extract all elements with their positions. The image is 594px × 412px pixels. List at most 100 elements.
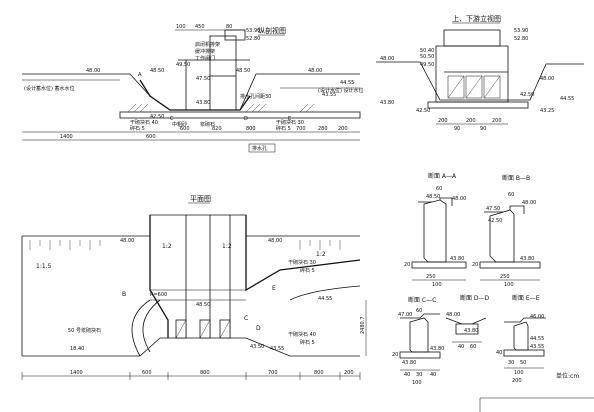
- dim-text: 40: [404, 372, 410, 378]
- section-mark: E: [272, 285, 276, 292]
- dim-text: 200: [512, 378, 522, 384]
- section-aa-title: 断面 A—A: [428, 172, 457, 180]
- dim-text: 40: [496, 350, 502, 356]
- level-text: 42.50: [520, 92, 534, 98]
- note-text: 中粗砂: [172, 121, 187, 128]
- radius-text: R=600: [150, 292, 167, 298]
- side-dim-text: 2480.7: [360, 317, 366, 335]
- level-text: 43.55: [530, 344, 544, 350]
- callout-text: 启闭机排架: [195, 41, 220, 48]
- dim-text: 60: [416, 308, 422, 314]
- front-elevation: 上、下游立视图 53.90 52.80 50.40 50.50 49.50 48…: [376, 14, 584, 132]
- dim-text: 820: [212, 126, 222, 132]
- dim-text: 20: [404, 262, 410, 268]
- dim-text: 800: [314, 370, 324, 376]
- slope-text: 1:2: [162, 243, 172, 250]
- level-text: 47.50: [196, 76, 210, 82]
- level-text: 43.55: [270, 346, 284, 352]
- dim-text: 200: [438, 118, 448, 124]
- section-mark: D: [244, 116, 248, 122]
- level-text: 44.55: [340, 80, 354, 86]
- plan-slopes: 1:2 1:2 1:1.5 1:2: [36, 243, 326, 270]
- level-text: 48.50: [196, 302, 210, 308]
- note-text: 干砌块石 40: [130, 119, 158, 126]
- callout-text: 缓冲排架: [195, 48, 215, 55]
- dim-text: 60: [436, 186, 442, 192]
- level-text: 53.90: [514, 28, 528, 34]
- note-text: 碎石 5: [130, 125, 145, 132]
- dim-text: 280: [318, 126, 328, 132]
- note-text: 干砌块石 40: [288, 331, 316, 338]
- dim-text: 600: [142, 370, 152, 376]
- dim-text: 200: [466, 118, 476, 124]
- dim-text: 200: [338, 126, 348, 132]
- front-levels: 53.90 52.80 50.40 50.50 49.50 48.00 48.0…: [380, 28, 574, 114]
- dim-text: 700: [268, 370, 278, 376]
- dim-text: 30: [508, 360, 514, 366]
- level-text: 48.00: [446, 312, 460, 318]
- dim-text: 100: [412, 380, 422, 386]
- plan-right-notes: 干砌块石 30 碎石 5 干砌块石 40 碎石 5: [288, 259, 316, 346]
- level-text: 18.40: [70, 346, 84, 352]
- note-text: 干砌块石 30: [288, 259, 316, 266]
- dim-text: 60: [470, 344, 476, 350]
- longitudinal-section: 纵剖视图 100 450 80 启闭机排架 缓冲排架 工作闸门: [22, 24, 364, 153]
- dim-text: 20: [472, 262, 478, 268]
- level-text: 53.90: [246, 28, 260, 34]
- level-text: 43.80: [380, 100, 394, 106]
- level-text: 43.55: [322, 92, 336, 98]
- long-callouts: 启闭机排架 缓冲排架 工作闸门: [195, 41, 220, 62]
- level-text: 43.80: [450, 256, 464, 262]
- dim-text: 80: [226, 24, 232, 30]
- level-text: 44.55: [560, 96, 574, 102]
- section-mark: C: [244, 315, 248, 322]
- long-bottom-dims: 600 820 800 700 280 200 1400 600: [22, 126, 360, 141]
- section-ee: 断面 E—E 46.00 44.55 43.55 40 30 50 100 20…: [496, 294, 546, 384]
- dim-text: 60: [508, 192, 514, 198]
- level-text: 48.00: [522, 200, 536, 206]
- dim-text: 20: [392, 352, 398, 358]
- plan-gate-hatch: [175, 319, 231, 339]
- section-dd: 断面 D—D 48.00 43.80 40 60: [445, 294, 490, 350]
- plan-area-labels: 48.00 48.00 48.50 43.50 43.55 44.55: [120, 238, 332, 352]
- plan-slope-ticks: [29, 240, 341, 250]
- long-top-dims: 100 450 80: [175, 24, 245, 31]
- level-text: 50.50: [420, 54, 434, 60]
- slope-text: 1:1.5: [36, 263, 52, 270]
- plan-marks: B C D E R=600: [122, 285, 276, 332]
- level-text: 43.80: [196, 100, 210, 106]
- level-text: 52.80: [246, 36, 260, 42]
- note-text: 排水孔间距30: [240, 93, 271, 100]
- section-cc: 断面 C—C 47.00 43.80 43.80 20 60 40 30 100…: [392, 296, 444, 386]
- slope-text: 1:2: [316, 251, 326, 258]
- level-text: 49.50: [176, 62, 190, 68]
- drain-label: 排水孔: [252, 145, 267, 152]
- level-text: 48.50: [426, 194, 440, 200]
- unit-note: 单位:cm: [556, 372, 579, 380]
- level-text: 48.50: [236, 68, 250, 74]
- dim-text: 1400: [60, 134, 73, 140]
- section-bb-title: 断面 B—B: [502, 174, 530, 182]
- dim-text: 1400: [70, 370, 83, 376]
- dim-text: 30: [416, 372, 422, 378]
- note-text: 干砌块石 30: [276, 119, 304, 126]
- level-text: 47.50: [486, 206, 500, 212]
- slope-text: 1:2: [222, 243, 232, 250]
- level-text: 48.00: [452, 196, 466, 202]
- longitudinal-title: 纵剖视图: [258, 26, 286, 35]
- section-mark: C: [170, 116, 174, 122]
- level-text: 47.00: [398, 312, 412, 318]
- dim-text: 800: [246, 126, 256, 132]
- plan-bottom-dims: 1400 600 800 700 800 200: [21, 370, 361, 380]
- front-gate-hatch: [447, 75, 501, 99]
- water-level-left: (设计蓄水位) 蓄水水位: [24, 85, 75, 92]
- level-text: 44.55: [318, 296, 332, 302]
- dim-text: 100: [504, 282, 514, 288]
- level-text: 43.25: [540, 108, 554, 114]
- dim-text: 90: [480, 126, 486, 132]
- front-bottom-dims: 200 90 200 90 200: [436, 118, 508, 132]
- note-text: 碎石 5: [300, 267, 315, 274]
- plan-title: 平面图: [190, 195, 211, 203]
- note-text: 碎石 5: [276, 125, 291, 132]
- masonry-note: 50 号浆砌块石: [68, 327, 101, 334]
